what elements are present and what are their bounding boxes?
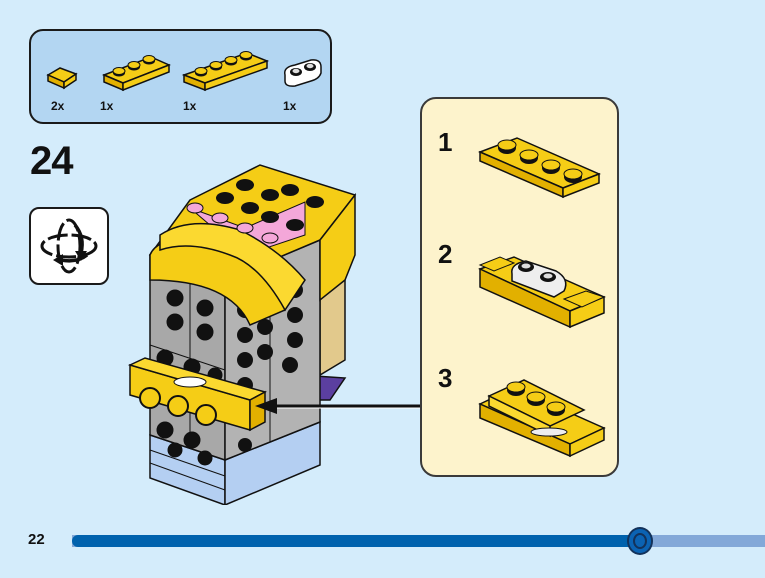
part-white-rounded-plate-icon — [283, 59, 322, 87]
model-illustration — [127, 164, 357, 505]
rotate-model-icon — [40, 218, 98, 274]
part-yellow-plate-1x4-icon — [181, 51, 270, 92]
substep-3-illustration — [478, 379, 606, 458]
progress-fill — [72, 535, 640, 547]
part-qty: 1x — [183, 99, 197, 113]
substep-label: 3 — [438, 363, 453, 393]
part-qty: 1x — [283, 99, 297, 113]
step-number: 24 — [30, 139, 73, 183]
part-yellow-plate-1x3-icon — [101, 55, 171, 92]
page-number: 22 — [28, 531, 45, 548]
arrow-left-icon — [255, 398, 421, 414]
parts-list-panel: 2x 1x 1x 1x — [29, 29, 332, 124]
part-yellow-tile-icon — [46, 67, 78, 90]
substeps-panel: 1 2 3 — [420, 97, 619, 477]
substep-label: 2 — [438, 239, 453, 269]
progress-knob — [627, 527, 653, 555]
substep-1-illustration — [478, 137, 601, 199]
rotate-model-indicator — [29, 207, 109, 285]
substep-label: 1 — [438, 127, 453, 157]
substep-2-illustration — [478, 256, 606, 329]
part-qty: 2x — [51, 99, 65, 113]
part-qty: 1x — [100, 99, 114, 113]
